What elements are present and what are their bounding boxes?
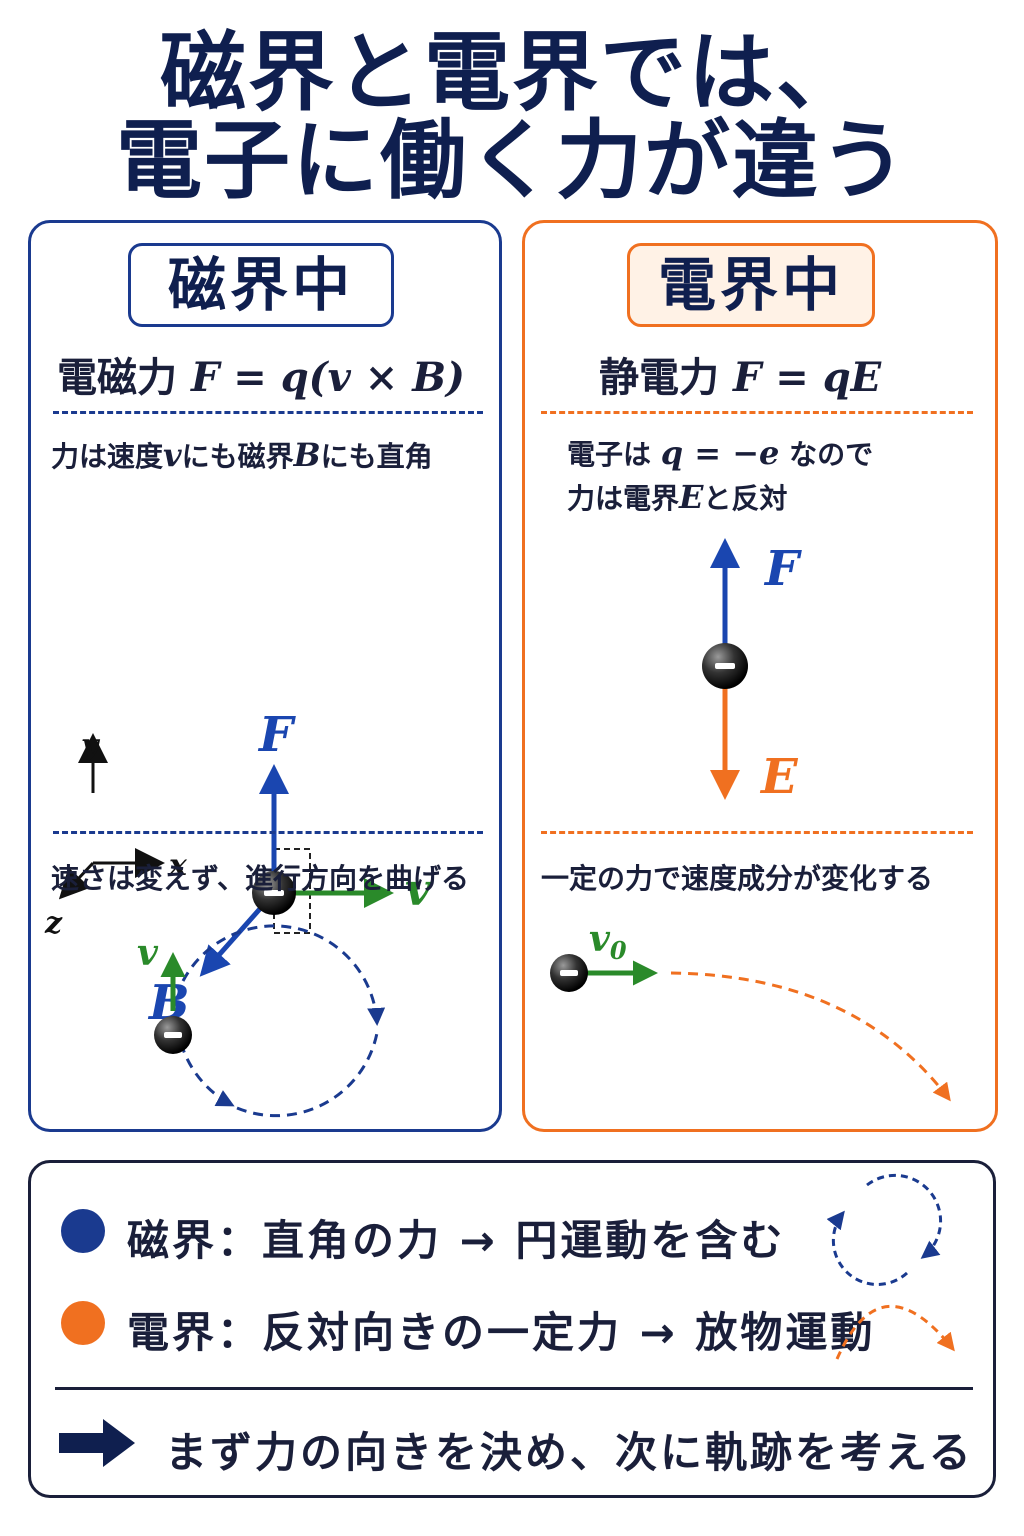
magnetic-desc1: 力は速度vにも磁界Bにも直角	[51, 435, 433, 475]
electric-desc2: 一定の力で速度成分が変化する	[541, 862, 934, 895]
page-title-line1: 磁界と電界では、	[160, 23, 864, 123]
electric-panel: 電界中 静電力 F = qE 電子は q = −e なので 力は電界Eと反対 F…	[522, 220, 998, 1132]
electric-formula-label: 静電力	[599, 355, 719, 401]
axis-z-line	[58, 861, 95, 900]
legend-dot-blue	[61, 1209, 105, 1253]
electric-desc1-line1-b: なので	[789, 438, 874, 471]
parabola-path	[670, 971, 951, 1102]
legend-dot-orange	[61, 1301, 105, 1345]
legend-parabola-icon	[835, 1305, 955, 1360]
summary-arrow-icon	[59, 1419, 135, 1467]
legend-divider	[55, 1387, 973, 1390]
summary-legend: 磁界：直角の力 → 円運動を含む 電界：反対向きの一定力 → 放物運動 まず力の…	[28, 1160, 996, 1498]
magnetic-panel: 磁界中 電磁力 F = q(v × B) 力は速度vにも磁界Bにも直角 y x …	[28, 220, 502, 1132]
magnetic-desc2: 速さは変えず、進行方向を曲げる	[51, 862, 470, 895]
electron-minus-sign	[264, 890, 284, 896]
magnetic-divider-2	[53, 831, 483, 834]
motion-v0-main: v	[589, 918, 611, 960]
vector-F-label-electric: F	[763, 541, 802, 597]
electric-vector-figure: F E	[702, 538, 802, 805]
magnetic-formula: 電磁力 F = q(v × B)	[57, 345, 465, 403]
electric-desc1-line2-E: E	[679, 478, 704, 516]
magnetic-desc1-B: B	[293, 436, 321, 474]
magnetic-desc1-c: にも直角	[320, 440, 433, 473]
legend-circle-arc-left	[826, 1210, 909, 1286]
legend-parabola-arc	[835, 1305, 955, 1360]
magnetic-circular-motion: v	[137, 924, 386, 1118]
electric-divider-1	[541, 411, 973, 414]
electric-desc1-line2: 力は電界Eと反対	[567, 477, 787, 517]
axis-x-label: x	[168, 848, 188, 883]
motion-electron-minus	[164, 1032, 182, 1038]
vector-v-label: v	[405, 865, 431, 916]
electric-formula-expr: F = qE	[732, 354, 882, 401]
motion-v0-sub: 0	[610, 936, 627, 965]
electric-desc1-line2-a: 力は電界	[567, 482, 680, 515]
circle-path-bottom	[236, 1032, 379, 1118]
electric-formula: 静電力 F = qE	[599, 345, 881, 403]
magnetic-vector-figure: y x z F v B	[44, 707, 431, 1031]
electric-desc1-line2-b: と反対	[703, 482, 788, 515]
electric-parabolic-motion: v0	[550, 918, 951, 1102]
circle-path-lower	[179, 1042, 235, 1107]
circle-path-upper	[181, 924, 386, 1026]
magnetic-desc1-v: v	[163, 436, 182, 474]
electric-desc1-line1: 電子は q = −e なので	[567, 433, 873, 473]
page-title-line2: 電子に働く力が違う	[116, 111, 908, 211]
magnetic-divider-1	[53, 411, 483, 414]
electric-divider-2	[541, 831, 973, 834]
electron-minus-electric	[715, 663, 735, 669]
magnetic-formula-expr: F = q(v × B)	[190, 354, 465, 401]
motion-electron-minus-electric	[560, 970, 578, 976]
magnetic-desc1-a: 力は速度	[51, 440, 164, 473]
axis-y-label: y	[80, 728, 101, 763]
magnetic-formula-label: 電磁力	[57, 355, 177, 401]
magnetic-desc1-b: にも磁界	[181, 440, 294, 473]
motion-v0-label: v0	[589, 918, 627, 965]
electric-desc1-line1-math: q = −e	[660, 434, 780, 472]
legend-row-magnetic: 磁界：直角の力 → 円運動を含む	[127, 1216, 786, 1265]
legend-circle-icon	[826, 1173, 943, 1286]
vector-F-label: F	[257, 707, 296, 763]
legend-row-electric: 電界：反対向きの一定力 → 放物運動	[127, 1308, 876, 1357]
vector-E-label: E	[759, 749, 799, 805]
summary-arrow-shape	[59, 1419, 135, 1467]
axis-z-label: z	[44, 906, 63, 941]
legend-circle-arc-right	[866, 1173, 943, 1259]
electric-tag: 電界中	[627, 243, 875, 327]
summary-text: まず力の向きを決め、次に軌跡を考える	[165, 1428, 974, 1477]
electric-desc1-line1-a: 電子は	[567, 438, 652, 471]
motion-v-label: v	[137, 932, 159, 974]
magnetic-tag: 磁界中	[128, 243, 394, 327]
